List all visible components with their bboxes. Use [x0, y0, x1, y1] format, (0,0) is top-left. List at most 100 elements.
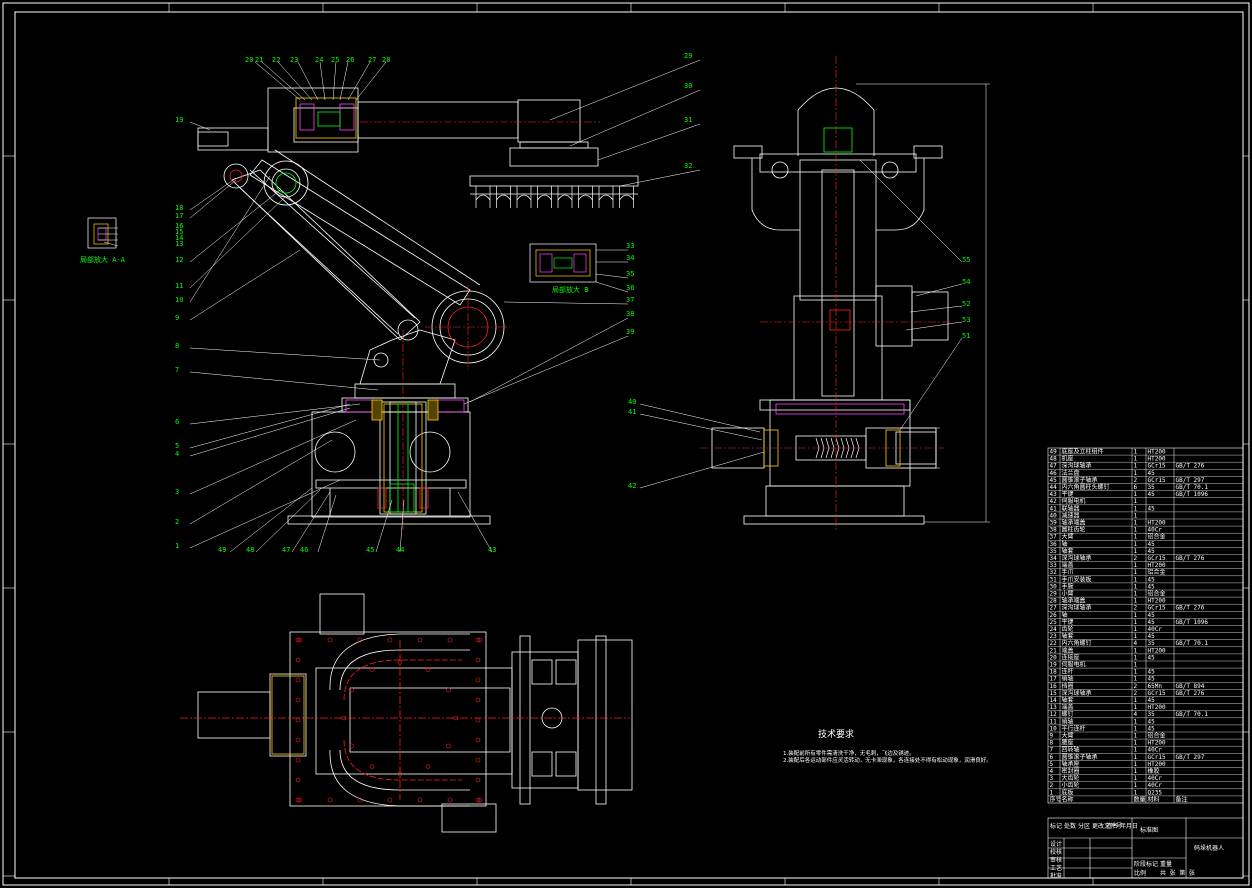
balloon-number: 2	[175, 518, 179, 526]
bom-cell: 1	[1134, 612, 1138, 619]
bom-cell: 38	[1050, 527, 1058, 534]
balloon-number: 32	[684, 162, 692, 170]
bom-cell: 45	[1148, 676, 1156, 683]
bolt-hole	[327, 637, 333, 643]
title-block	[1047, 817, 1244, 879]
bolt-hole	[297, 637, 303, 643]
bolt-hole	[295, 657, 301, 663]
balloon-number: 1	[175, 542, 179, 550]
bom-cell: 连杆	[1062, 668, 1074, 676]
tech-requirements-title: 技术要求	[818, 728, 854, 740]
signature-row-label: 工艺	[1050, 864, 1062, 872]
balloon-number: 7	[175, 366, 179, 374]
bom-cell: 1	[1134, 470, 1138, 477]
bom-cell: 1	[1134, 676, 1138, 683]
bolt-hole	[475, 777, 481, 783]
balloon-number: 39	[626, 328, 634, 336]
bom-cell: 大臂	[1062, 533, 1074, 541]
flange-bolt-hole	[446, 743, 451, 749]
signature-col-label: 签名	[1106, 822, 1118, 830]
balloon-number: 13	[175, 240, 183, 248]
bom-cell: 底座及立柱组件	[1062, 448, 1104, 456]
bom-cell: GB/T 297	[1176, 477, 1205, 484]
balloon-number: 20	[245, 56, 253, 64]
side-view-colored	[763, 127, 905, 467]
bom-cell: GB/T 276	[1176, 605, 1205, 612]
bom-cell: GB/T 70.1	[1176, 640, 1209, 647]
balloon-number: 3	[175, 488, 179, 496]
bom-cell: 25	[1050, 619, 1058, 626]
bom-cell: 32	[1050, 569, 1058, 576]
bom-cell: 1	[1134, 775, 1138, 782]
bom-cell: 1	[1134, 534, 1138, 541]
tech-requirements-line-2: 2.装配后各运动部件应灵活转动，无卡滞现象，各连接处不得有松动现象，润滑良好。	[783, 756, 992, 764]
bom-cell: 45	[1148, 470, 1156, 477]
bom-cell: 挡圈	[1062, 682, 1074, 690]
balloon-number: 42	[628, 482, 636, 490]
bom-cell: 1	[1134, 662, 1138, 669]
flange-bolt-hole	[369, 764, 375, 769]
bom-cell: GB/T 70.1	[1176, 484, 1209, 491]
bom-cell: 1	[1134, 576, 1138, 583]
bom-cell: 49	[1050, 449, 1058, 456]
bom-cell: 15	[1050, 690, 1058, 697]
bom-cell: 37	[1050, 534, 1058, 541]
bom-cell: HT200	[1148, 761, 1166, 768]
bom-cell: 1	[1134, 505, 1138, 512]
bom-cell: 17	[1050, 676, 1058, 683]
bom-cell: 14	[1050, 697, 1058, 704]
balloon-number: 22	[272, 56, 280, 64]
bom-cell: 39	[1050, 520, 1058, 527]
balloon-number: 34	[626, 254, 634, 262]
balloon-number: 28	[382, 56, 390, 64]
bom-cell: 2	[1134, 690, 1138, 697]
balloon-number: 27	[368, 56, 376, 64]
bom-cell: 29	[1050, 591, 1058, 598]
bom-cell: 44	[1050, 484, 1058, 491]
flange-bolt-hole	[446, 687, 451, 693]
inner-frame	[14, 11, 1244, 879]
bom-cell: 28	[1050, 598, 1058, 605]
bom-cell: 平键	[1062, 490, 1074, 498]
bom-cell: HT200	[1148, 647, 1166, 654]
bom-cell: HT200	[1148, 704, 1166, 711]
front-view-hatching	[229, 97, 489, 513]
balloon-number: 47	[282, 546, 290, 554]
bom-cell: 小齿轮	[1062, 781, 1080, 789]
bom-cell: 内六角螺钉	[1062, 639, 1092, 647]
flange-bolt-hole	[349, 743, 354, 749]
bom-cell: GB/T 1096	[1176, 619, 1209, 626]
bom-cell: 4	[1134, 640, 1138, 647]
bom-cell: 45	[1148, 541, 1156, 548]
signature-col-label: 更改文件号	[1092, 822, 1122, 830]
bolt-hole	[295, 797, 301, 803]
bom-cell: 轴	[1062, 540, 1068, 548]
bolt-hole	[295, 777, 301, 783]
bom-cell: 1	[1134, 456, 1138, 463]
bom-cell: 20	[1050, 654, 1058, 661]
bom-cell: 深沟球轴承	[1062, 604, 1092, 612]
bom-cell: 1	[1134, 562, 1138, 569]
balloon-number: 16	[175, 222, 183, 230]
bom-cell: 1	[1134, 541, 1138, 548]
bom-cell: 7	[1050, 747, 1054, 754]
bolt-hole	[477, 797, 483, 803]
bom-cell: 45	[1148, 548, 1156, 555]
bom-cell: 深沟球轴承	[1062, 554, 1092, 562]
balloon-number: 15	[175, 228, 183, 236]
bom-cell: 33	[1050, 562, 1058, 569]
balloon-number: 4	[175, 450, 179, 458]
bom-cell: 48	[1050, 456, 1058, 463]
balloon-number: 11	[175, 282, 183, 290]
balloon-number: 29	[684, 52, 692, 60]
bom-cell: 1	[1134, 583, 1138, 590]
bom-cell: 1	[1134, 669, 1138, 676]
bom-cell: 1	[1134, 520, 1138, 527]
bom-cell: HT200	[1148, 740, 1166, 747]
bom-cell: 1	[1134, 512, 1138, 519]
bom-cell: 45	[1148, 697, 1156, 704]
balloon-number: 43	[488, 546, 496, 554]
bom-cell: 46	[1050, 470, 1058, 477]
